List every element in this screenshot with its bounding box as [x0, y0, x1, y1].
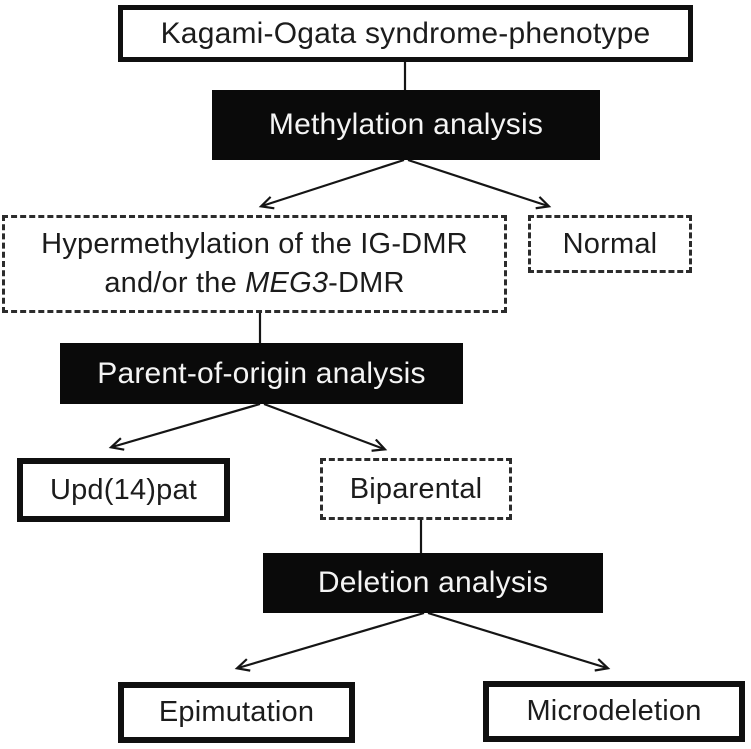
node-deletion-analysis-label: Deletion analysis [317, 566, 549, 600]
node-biparental-result: Biparental [320, 458, 512, 520]
node-hypermethylation-line2-suffix: -DMR [328, 267, 405, 299]
node-deletion-analysis: Deletion analysis [263, 553, 603, 613]
node-parent-of-origin-analysis-label: Parent-of-origin analysis [97, 356, 426, 390]
node-hypermethylation-gene-name: MEG3 [245, 267, 329, 299]
arrow-deletion-epimutation [234, 611, 425, 672]
arrow-deletion-microdeletion [427, 611, 611, 672]
arrow-methylation-hypermethylation [258, 158, 405, 210]
node-biparental-result-label: Biparental [349, 472, 483, 505]
node-methylation-analysis-label: Methylation analysis [268, 108, 544, 142]
node-normal-result-label: Normal [562, 227, 658, 260]
node-hypermethylation-line2-prefix: and/or the [104, 267, 246, 299]
node-hypermethylation-line2: and/or the MEG3-DMR [104, 264, 404, 303]
node-hypermethylation-line1: Hypermethylation of the IG-DMR [41, 227, 468, 260]
arrow-methylation-normal [407, 158, 552, 210]
arrow-parentoforigin-biparental [263, 402, 388, 452]
node-hypermethylation-result: Hypermethylation of the IG-DMR and/or th… [2, 215, 507, 313]
node-upd14pat-result-label: Upd(14)pat [49, 473, 198, 506]
arrow-parentoforigin-upd14pat [108, 402, 261, 451]
node-epimutation-result-label: Epimutation [158, 696, 315, 729]
node-normal-result: Normal [528, 215, 692, 273]
node-kagami-ogata-phenotype: Kagami-Ogata syndrome-phenotype [118, 5, 693, 62]
node-methylation-analysis: Methylation analysis [212, 90, 600, 160]
node-kagami-ogata-phenotype-label: Kagami-Ogata syndrome-phenotype [160, 16, 651, 50]
node-epimutation-result: Epimutation [118, 682, 355, 743]
node-microdeletion-result: Microdeletion [483, 681, 745, 742]
node-upd14pat-result: Upd(14)pat [17, 458, 230, 522]
node-parent-of-origin-analysis: Parent-of-origin analysis [60, 343, 463, 404]
node-microdeletion-result-label: Microdeletion [526, 695, 702, 728]
